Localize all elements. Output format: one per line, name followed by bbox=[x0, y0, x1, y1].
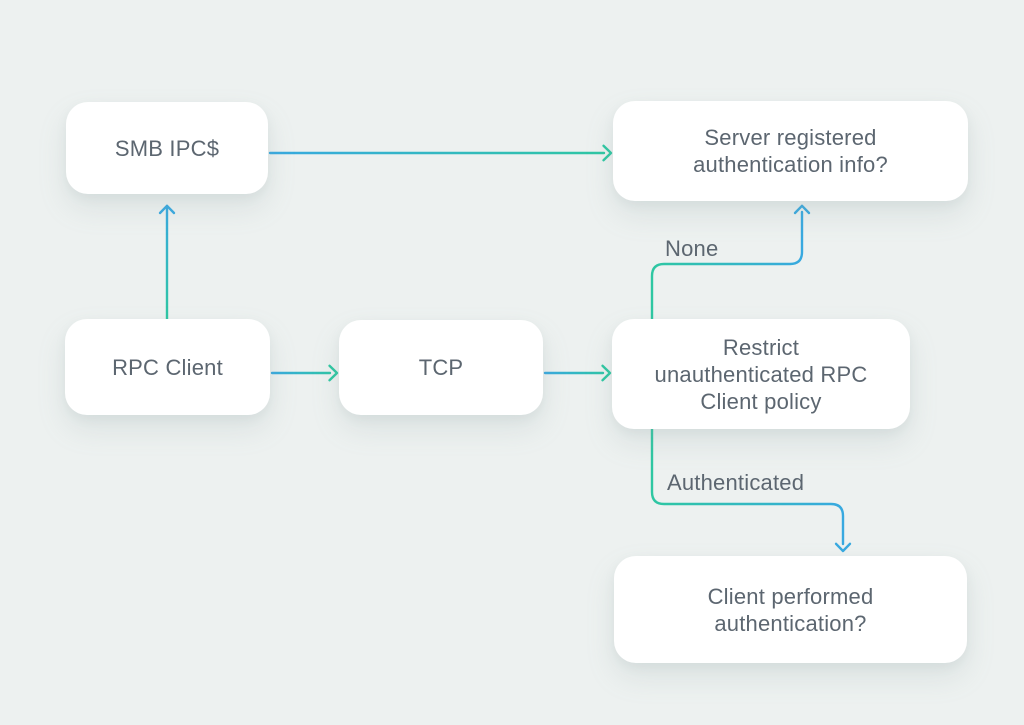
edge-smb-ipc-to-server-registered bbox=[268, 144, 613, 162]
edge-rpc-client-to-tcp bbox=[270, 364, 339, 382]
node-tcp-label: TCP bbox=[418, 355, 464, 380]
node-smb-ipc: SMB IPC$ bbox=[66, 102, 268, 194]
node-rpc-client-label: RPC Client bbox=[112, 354, 223, 380]
node-client-performed: Client performed authentication? bbox=[614, 556, 967, 663]
node-server-registered-label: Server registered authentication info? bbox=[693, 125, 888, 177]
node-smb-ipc-label: SMB IPC$ bbox=[114, 135, 220, 161]
arrowhead-right-icon bbox=[328, 364, 339, 382]
edge-rpc-client-to-smb-ipc bbox=[158, 204, 176, 321]
edge-tcp-to-restrict-policy bbox=[543, 364, 612, 382]
edge-label-authenticated: Authenticated bbox=[667, 470, 805, 495]
arrowhead-down-icon bbox=[834, 542, 852, 553]
node-client-performed-label: Client performed authentication? bbox=[707, 583, 874, 636]
node-rpc-client: RPC Client bbox=[65, 319, 270, 415]
arrowhead-up-icon bbox=[793, 204, 811, 215]
node-restrict-policy-label: Restrict unauthenticated RPC Client poli… bbox=[654, 334, 868, 414]
arrowhead-right-icon bbox=[602, 144, 613, 162]
arrowhead-right-icon bbox=[601, 364, 612, 382]
edge-label-none: None bbox=[665, 236, 719, 261]
node-server-registered: Server registered authentication info? bbox=[613, 101, 968, 201]
edge-restrict-policy-to-client-performed bbox=[650, 427, 852, 553]
node-restrict-policy: Restrict unauthenticated RPC Client poli… bbox=[612, 319, 910, 429]
arrowhead-up-icon bbox=[158, 204, 176, 215]
edge-restrict-policy-to-server-registered bbox=[650, 204, 811, 321]
node-tcp: TCP bbox=[339, 320, 543, 415]
